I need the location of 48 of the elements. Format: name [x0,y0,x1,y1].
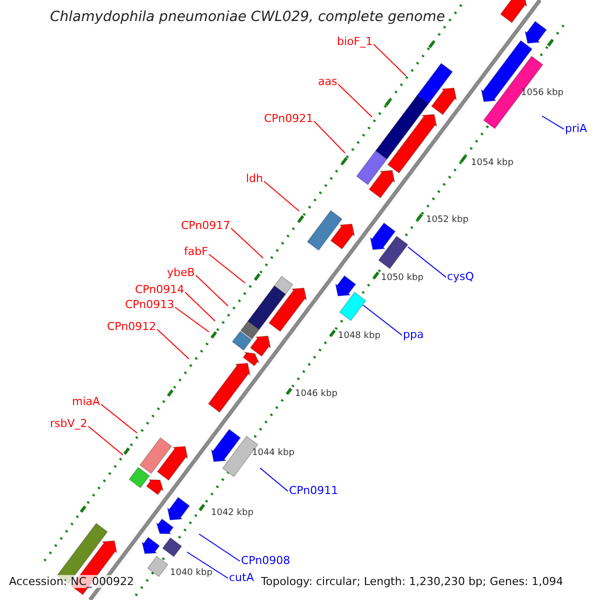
gene-label: ppa [403,328,424,342]
scale-label: 1048 kbp [338,331,380,342]
gene-label: bioF_1 [337,35,373,48]
leader-line [542,116,564,130]
accession-text: Accession: NC_000922 [9,575,134,588]
leader-line [198,534,240,562]
leader-line [174,306,210,332]
gene-label: CPn0912 [107,320,156,334]
leader-line [260,468,288,492]
leader-line [373,44,406,76]
leader-line [338,84,372,118]
scale-label: 1046 kbp [295,389,338,400]
leader-line [88,426,124,456]
gene-label: cutA [229,571,254,584]
leader-line [195,274,228,306]
gene-label: CPn0917 [181,219,230,232]
gene-label: priA [565,122,588,136]
scale-label: 1042 kbp [211,508,254,519]
gene-label: miaA [72,395,100,408]
leader-line [208,254,246,284]
gene-label: CPn0908 [241,554,290,568]
scale-label: 1056 kbp [521,88,564,99]
gene-label: CPn0913 [125,298,174,312]
leader-line [156,328,190,360]
gene-label: rsbV_2 [50,417,88,430]
title: Chlamydophila pneumoniae CWL029, complete genome [50,9,445,26]
gene-label: ldh [246,172,264,186]
leader-line [230,228,264,258]
scale-label: 1052 kbp [426,215,468,226]
genome-info-text: Topology: circular; Length: 1,230,230 bp; Genes: 1,094 [261,575,564,588]
gene-label: aas [318,75,338,88]
scale-label: 1044 kbp [252,448,294,459]
scale-label: 1050 kbp [381,273,424,284]
leader-line [362,304,402,336]
gene-label: CPn0921 [264,112,314,126]
leader-line [264,180,300,212]
gene-label: CPn0911 [289,484,338,498]
leader-line [186,552,228,579]
scale-label: 1040 kbp [170,568,212,579]
leader-line [408,246,446,278]
gene-label: fabF [184,245,208,258]
gene-label: ybeB [167,266,195,280]
leader-line [314,120,346,154]
leader-line [100,404,138,434]
scale-label: 1054 kbp [471,158,514,169]
gene-label: cysQ [447,270,474,284]
leader-line [184,292,216,322]
gene-label: CPn0914 [135,283,184,296]
